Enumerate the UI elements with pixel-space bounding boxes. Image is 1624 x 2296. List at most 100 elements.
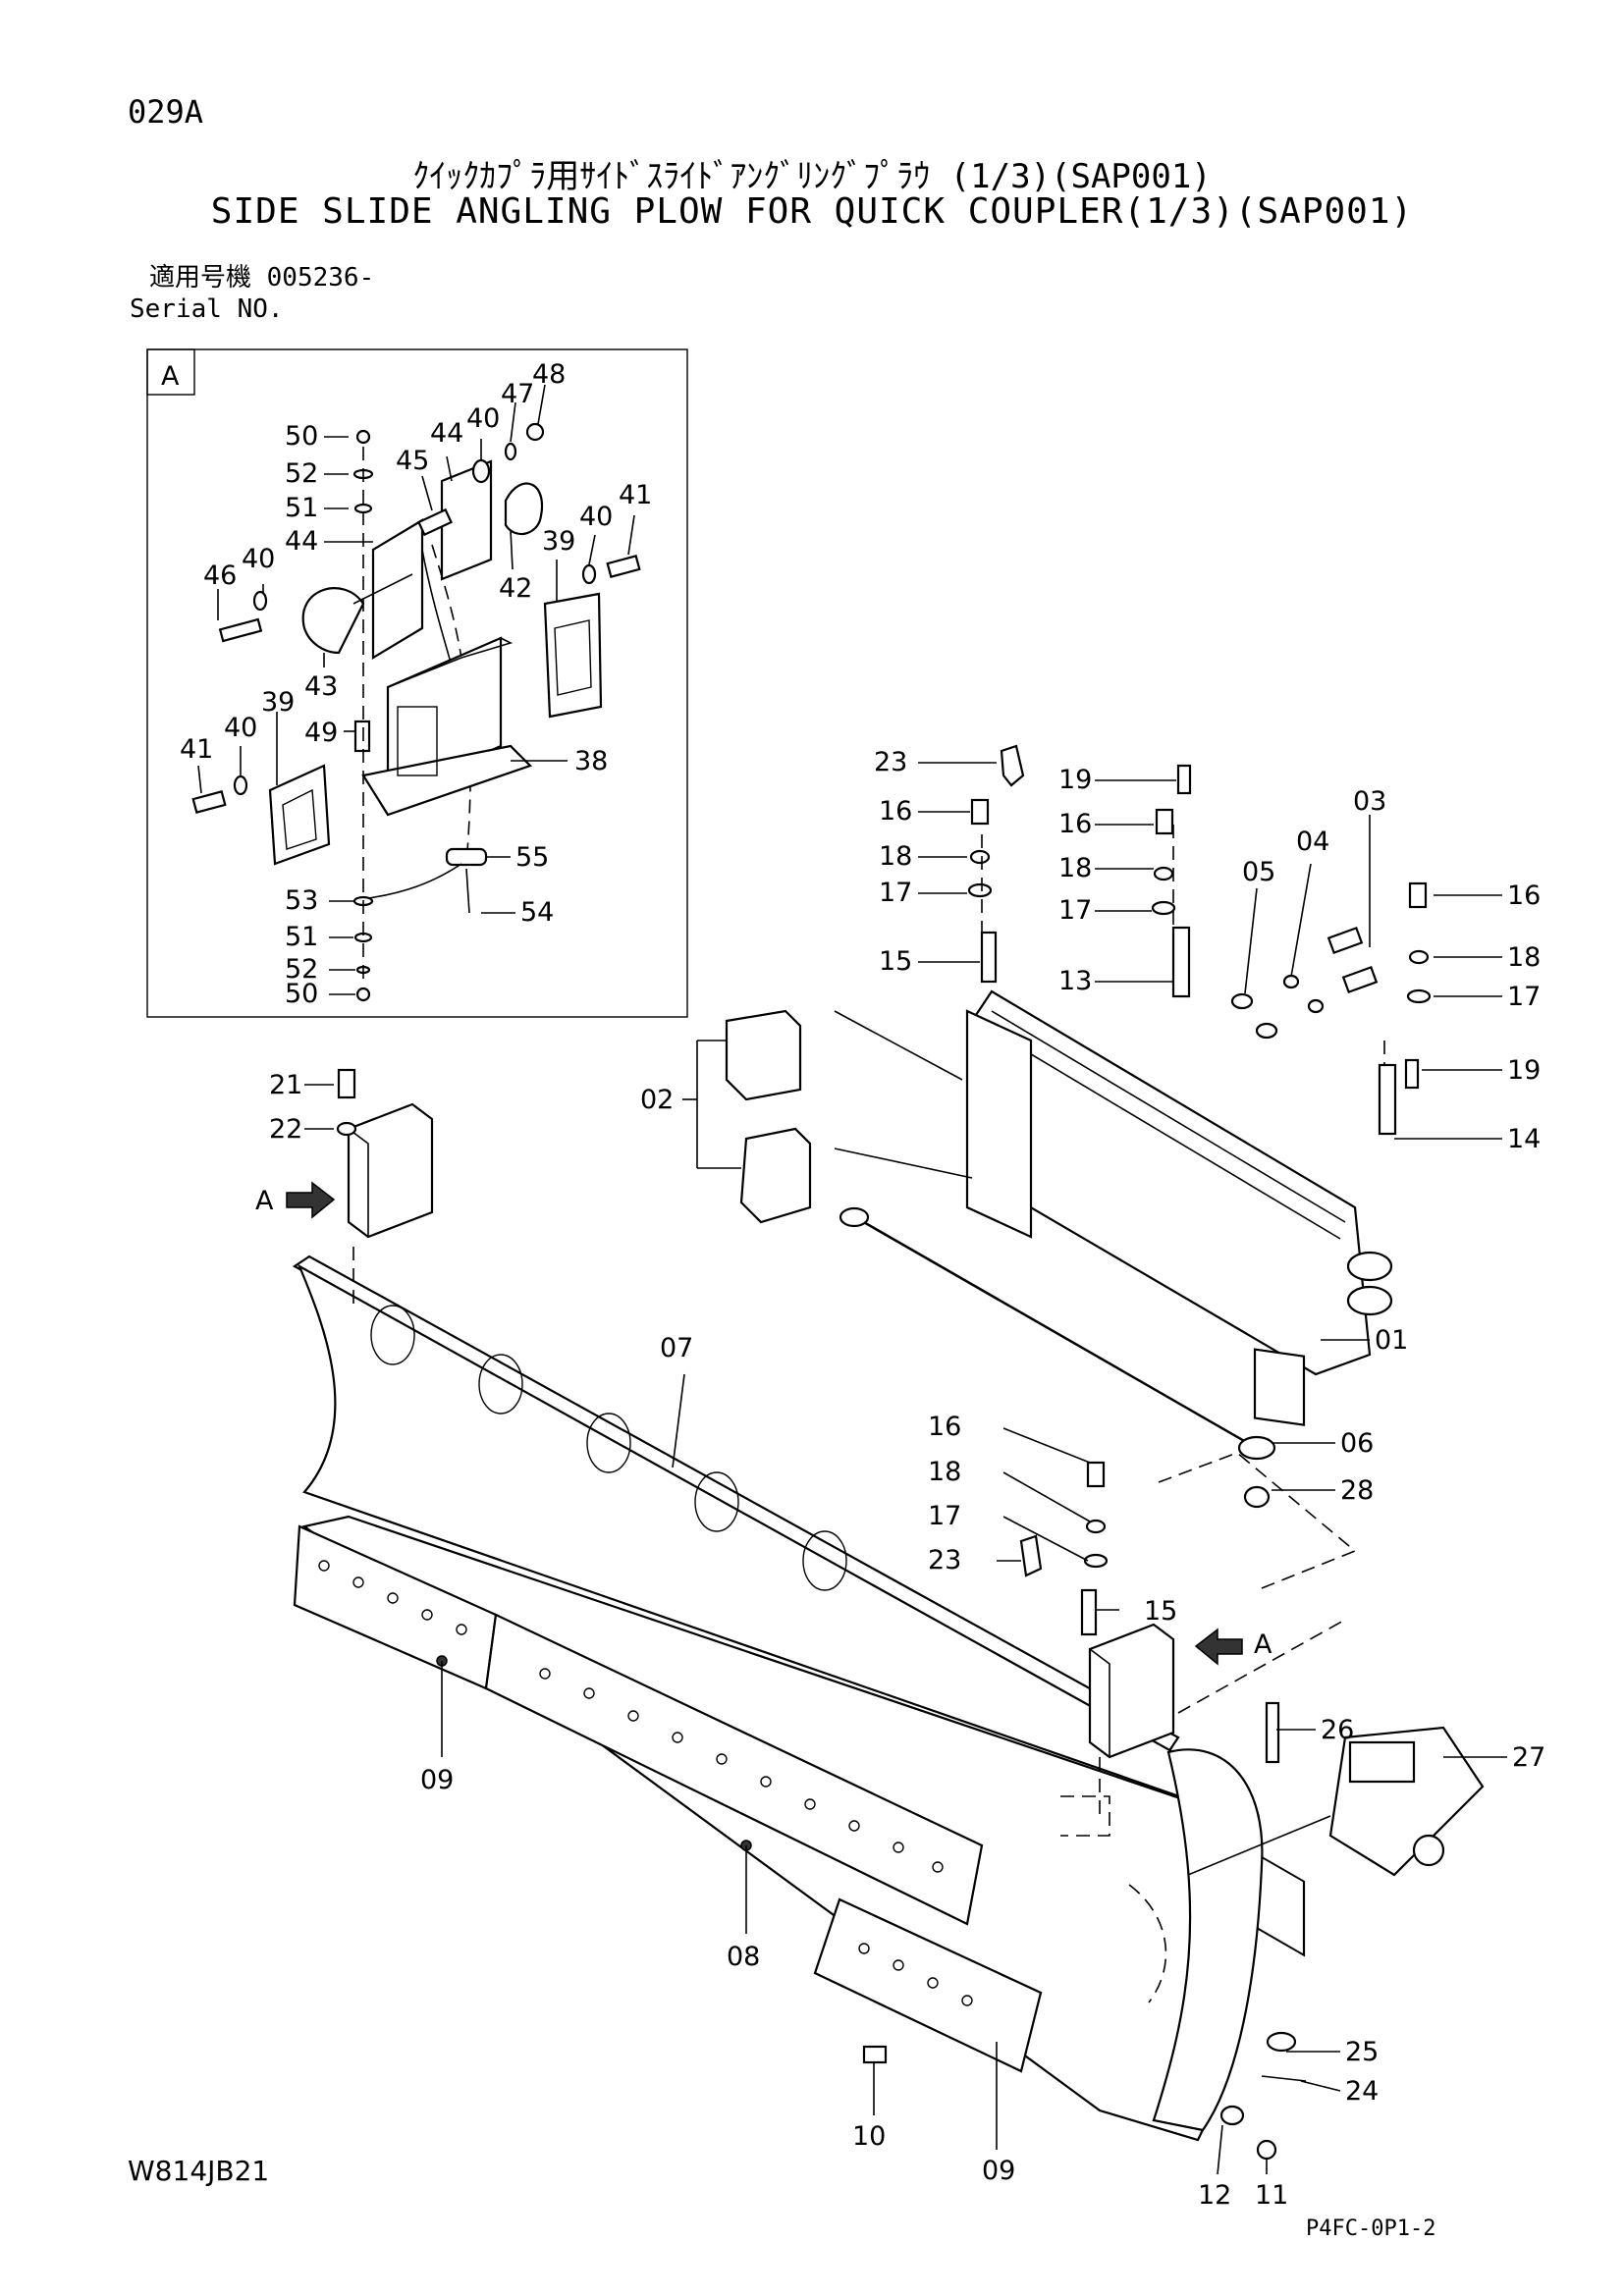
washer-17d <box>1083 1553 1109 1569</box>
callout-44b: 44 <box>430 418 463 449</box>
callout-04: 04 <box>1296 827 1329 857</box>
lead-wire-54 <box>465 868 470 914</box>
lamp-left-part <box>301 587 365 655</box>
callout-39a: 39 <box>542 526 575 557</box>
washer-40a <box>252 590 268 612</box>
callout-14: 14 <box>1507 1124 1541 1154</box>
callout-02: 02 <box>640 1085 674 1115</box>
callout-19a: 19 <box>1058 765 1092 795</box>
grommet-55 <box>445 847 488 867</box>
title-english: SIDE SLIDE ANGLING PLOW FOR QUICK COUPLE… <box>210 191 1414 232</box>
callout-40b: 40 <box>466 403 500 434</box>
callout-16c: 16 <box>1507 881 1541 911</box>
callout-13: 13 <box>1058 966 1092 996</box>
washer-17a <box>967 882 993 898</box>
detail-label-box <box>146 348 195 396</box>
grease-fitting-19a <box>1176 764 1192 795</box>
cylinder-end <box>839 1206 870 1228</box>
callout-05: 05 <box>1242 857 1275 887</box>
washer-40d <box>233 774 248 796</box>
nut-50b <box>355 987 371 1002</box>
bolt-16d <box>1086 1461 1106 1488</box>
cable-53 <box>367 863 462 899</box>
callout-01: 01 <box>1375 1325 1408 1356</box>
callout-18b: 18 <box>1058 853 1092 883</box>
pin-15b <box>1080 1588 1098 1636</box>
callout-16d: 16 <box>928 1412 961 1442</box>
callout-50a: 50 <box>285 421 318 452</box>
bolt-03b <box>1341 965 1379 994</box>
grease-fitting-23b <box>1019 1534 1043 1577</box>
callout-18c: 18 <box>1507 942 1541 973</box>
bolt-16b <box>1155 808 1174 835</box>
callout-27: 27 <box>1512 1742 1545 1773</box>
bolt-16c <box>1408 881 1428 909</box>
callout-22: 22 <box>269 1114 302 1145</box>
page-code: 029A <box>128 93 204 131</box>
bracket-base <box>361 744 533 817</box>
spring-washer-47 <box>504 442 517 461</box>
cutting-edge-08 <box>484 1613 984 1926</box>
nut-50a <box>355 429 371 445</box>
detail-view-a: A <box>146 348 688 1018</box>
pin-15a <box>980 931 998 984</box>
callout-28: 28 <box>1340 1475 1374 1506</box>
blade-end-plate <box>1152 1748 1264 2132</box>
view-arrow-a-right <box>1194 1628 1243 1666</box>
callout-49: 49 <box>304 718 338 748</box>
grommet-49 <box>353 720 371 753</box>
callout-09b: 09 <box>982 2156 1015 2186</box>
pin-26 <box>1265 1701 1280 1764</box>
washer-25 <box>1266 2031 1297 2053</box>
frame-assembly: 23 16 18 17 15 19 16 18 17 13 03 04 05 1… <box>640 744 1541 1957</box>
callout-11: 11 <box>1255 2180 1288 2211</box>
callout-40a: 40 <box>242 544 275 574</box>
callout-15a: 15 <box>879 946 912 977</box>
washer-22 <box>336 1121 357 1137</box>
callout-12: 12 <box>1198 2180 1231 2211</box>
snap-ring-04a <box>1282 974 1300 989</box>
bolt-21 <box>337 1068 356 1099</box>
bolt-41b <box>191 790 227 814</box>
callout-08: 08 <box>727 1942 760 1972</box>
callout-16b: 16 <box>1058 809 1092 839</box>
slide-shoe-lower <box>739 1127 812 1224</box>
pin-13 <box>1171 926 1191 998</box>
footer-drawing-code: W814JB21 <box>128 2155 270 2187</box>
spring-washer-18c <box>1408 949 1430 965</box>
callout-43: 43 <box>304 671 338 702</box>
callout-07: 07 <box>660 1333 693 1363</box>
washer-17b <box>1151 900 1176 916</box>
grease-fitting-23a <box>1000 744 1025 787</box>
callout-52a: 52 <box>285 458 318 489</box>
glass-plate-left <box>268 764 331 866</box>
bolt-46 <box>218 617 263 643</box>
callout-17a: 17 <box>879 878 912 908</box>
spring-washer-18b <box>1153 866 1174 881</box>
collar-45 <box>416 507 454 537</box>
callout-44a: 44 <box>285 526 318 557</box>
callout-03: 03 <box>1353 786 1386 817</box>
washer-40c <box>581 563 597 585</box>
callout-15b: 15 <box>1144 1596 1177 1627</box>
callout-a-right: A <box>1254 1629 1272 1660</box>
bolt-41a <box>606 555 641 578</box>
callout-50b: 50 <box>285 979 318 1009</box>
glass-plate-right <box>543 592 603 719</box>
serial-label-english: Serial NO. <box>130 294 284 324</box>
callout-53: 53 <box>285 885 318 916</box>
callout-54: 54 <box>520 897 554 928</box>
callout-17b: 17 <box>1058 895 1092 926</box>
nut-11 <box>1256 2139 1277 2161</box>
callout-24: 24 <box>1345 2076 1379 2107</box>
callout-55: 55 <box>515 842 549 873</box>
bolt-03a <box>1326 926 1364 955</box>
callout-51a: 51 <box>285 493 318 523</box>
callout-17c: 17 <box>1507 982 1541 1012</box>
callout-52b: 52 <box>285 954 318 985</box>
title-japanese: ｸｲｯｸｶﾌﾟﾗ用ｻｲﾄﾞｽﾗｲﾄﾞｱﾝｸﾞﾘﾝｸﾞﾌﾟﾗｳ (1/3)(SAP… <box>412 157 1212 196</box>
washer-51a <box>353 503 373 514</box>
spring-washer-18d <box>1085 1519 1107 1534</box>
pivot-boss-lower <box>1346 1285 1393 1316</box>
